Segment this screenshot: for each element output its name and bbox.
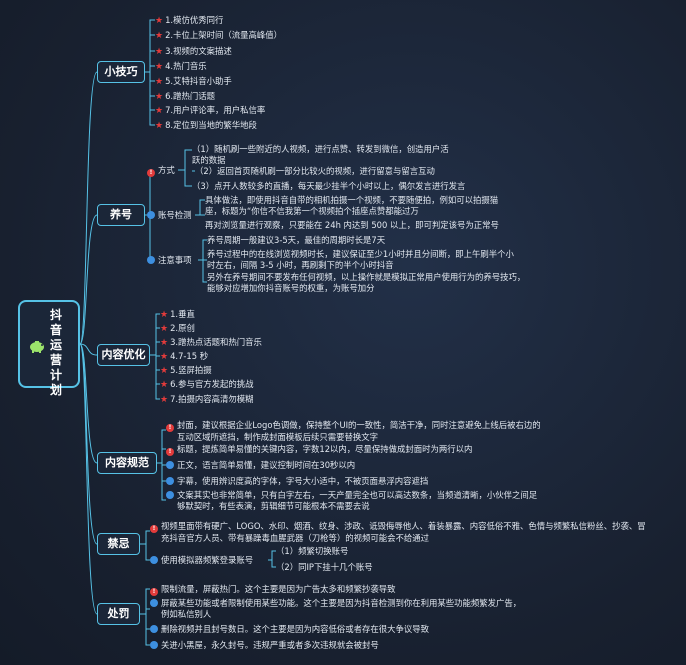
trick-item[interactable]: ★5.艾特抖音小助手 bbox=[155, 76, 232, 87]
branch-tricks[interactable]: 小技巧 bbox=[97, 61, 145, 83]
standard-item[interactable]: !标题，提炼简单易懂的关键内容，字数12以内，尽量保持做成封面时为两行以内 bbox=[166, 444, 472, 456]
notes-item: 另外在养号期间不要发布任何视频，以上操作就是模拟正常用户使用行为的养号技巧，能够… bbox=[207, 272, 526, 293]
detect-item: 具体做法，即使用抖音自带的相机拍摄一个视频，不要随便拍，例如可以拍摄猫座，标题为… bbox=[205, 195, 499, 216]
method-item: （1）随机刷一些附近的人视频，进行点赞、转发到微信，创造用户活跃的数据 bbox=[192, 144, 449, 165]
star-icon: ★ bbox=[160, 366, 169, 376]
trick-item[interactable]: ★1.模仿优秀同行 bbox=[155, 15, 224, 26]
branch-taboo[interactable]: 禁忌 bbox=[97, 533, 140, 555]
trick-item[interactable]: ★6.蹭热门话题 bbox=[155, 91, 215, 102]
trick-item[interactable]: ★3.视频的文案描述 bbox=[155, 46, 232, 57]
bullet-icon bbox=[147, 256, 155, 264]
priority-icon: ! bbox=[150, 588, 158, 596]
star-icon: ★ bbox=[160, 380, 169, 390]
star-icon: ★ bbox=[155, 77, 164, 87]
optimize-item[interactable]: ★1.垂直 bbox=[160, 309, 195, 320]
raise-detect[interactable]: 账号检测 bbox=[147, 210, 192, 221]
star-icon: ★ bbox=[155, 16, 164, 26]
bullet-icon bbox=[147, 211, 155, 219]
star-icon: ★ bbox=[155, 92, 164, 102]
standard-item[interactable]: !封面，建议根据企业Logo色调做，保持整个UI的一致性，简洁干净，同时注意避免… bbox=[166, 420, 541, 443]
bullet-icon bbox=[166, 477, 174, 485]
branch-content-standard[interactable]: 内容规范 bbox=[97, 452, 157, 474]
optimize-item[interactable]: ★4.7-15 秒 bbox=[160, 351, 209, 362]
star-icon: ★ bbox=[155, 31, 164, 41]
root-node[interactable]: 抖音运营计划 bbox=[18, 300, 80, 397]
trick-item[interactable]: ★2.卡位上架时间（流量高峰值） bbox=[155, 30, 282, 41]
priority-icon: ! bbox=[147, 169, 155, 177]
standard-item[interactable]: 字幕，使用辨识度高的字体，字号大小适中，不被页面悬浮内容遮挡 bbox=[166, 476, 428, 487]
branch-punishment[interactable]: 处罚 bbox=[97, 603, 140, 625]
bullet-icon bbox=[166, 461, 174, 469]
star-icon: ★ bbox=[155, 121, 164, 131]
trick-item[interactable]: ★8.定位到当地的繁华地段 bbox=[155, 120, 257, 131]
optimize-item[interactable]: ★2.原创 bbox=[160, 323, 195, 334]
trick-item[interactable]: ★7.用户评论率，用户私信率 bbox=[155, 105, 266, 116]
star-icon: ★ bbox=[160, 324, 169, 334]
star-icon: ★ bbox=[160, 338, 169, 348]
star-icon: ★ bbox=[160, 395, 169, 405]
punish-item[interactable]: 删除视频并且封号数日。这个主要是因为内容低俗或者存在很大争议导致 bbox=[150, 624, 429, 635]
raise-method[interactable]: !方式 bbox=[147, 165, 175, 177]
optimize-item[interactable]: ★7.拍摄内容高清勿模糊 bbox=[160, 394, 254, 405]
star-icon: ★ bbox=[160, 352, 169, 362]
method-item: （3）点开人数较多的直播，每天最少挂半个小时以上，偶尔发言进行发言 bbox=[192, 181, 466, 191]
raise-notes[interactable]: 注意事项 bbox=[147, 255, 192, 266]
taboo-item[interactable]: 使用模拟器频繁登录账号 bbox=[150, 555, 253, 566]
taboo-item[interactable]: !视频里面带有硬广、LOGO、水印、烟酒、纹身、涉政、诋毁侮辱他人、着装暴露、内… bbox=[150, 521, 646, 544]
root-title: 抖音运营计划 bbox=[49, 308, 62, 397]
branch-content-optimize[interactable]: 内容优化 bbox=[97, 344, 150, 366]
priority-icon: ! bbox=[166, 424, 174, 432]
bullet-icon bbox=[166, 491, 174, 499]
star-icon: ★ bbox=[155, 106, 164, 116]
punish-item[interactable]: !限制流量，屏蔽热门。这个主要是因为广告太多和频繁抄袭导致 bbox=[150, 584, 396, 596]
branch-raise-account[interactable]: 养号 bbox=[97, 204, 145, 226]
notes-item: 养号周期一般建议3-5天，最佳的周期时长是7天 bbox=[207, 235, 386, 245]
bullet-icon bbox=[150, 599, 158, 607]
taboo-sub-item: （1）频繁切换账号 bbox=[276, 546, 349, 556]
punish-item[interactable]: 屏蔽某些功能或者限制使用某些功能。这个主要是因为抖音检测到你在利用某些功能频繁发… bbox=[150, 598, 521, 620]
bullet-icon bbox=[150, 556, 158, 564]
priority-icon: ! bbox=[150, 525, 158, 533]
detect-item: 再对浏览量进行观察，只要能在 24h 内达到 500 以上，即可判定该号为正常号 bbox=[205, 220, 499, 230]
standard-item[interactable]: 文案其实也非常简单，只有白字左右，一天产量完全也可以高达数条，当频道清晰，小伙伴… bbox=[166, 490, 537, 512]
piggy-bank-icon bbox=[28, 338, 46, 357]
optimize-item[interactable]: ★6.参与官方发起的挑战 bbox=[160, 379, 254, 390]
standard-item[interactable]: 正文，语言简单易懂，建议控制时间在30秒以内 bbox=[166, 460, 355, 471]
optimize-item[interactable]: ★3.蹭热点话题和热门音乐 bbox=[160, 337, 262, 348]
bullet-icon bbox=[150, 641, 158, 649]
star-icon: ★ bbox=[160, 310, 169, 320]
star-icon: ★ bbox=[155, 62, 164, 72]
trick-item[interactable]: ★4.热门音乐 bbox=[155, 61, 207, 72]
bullet-icon bbox=[150, 625, 158, 633]
taboo-sub-item: （2）同IP下挂十几个账号 bbox=[276, 562, 373, 572]
punish-item[interactable]: 关进小黑屋，永久封号。违规严重或者多次违规就会被封号 bbox=[150, 640, 379, 651]
priority-icon: ! bbox=[166, 448, 174, 456]
star-icon: ★ bbox=[155, 47, 164, 57]
optimize-item[interactable]: ★5.竖屏拍摄 bbox=[160, 365, 212, 376]
method-item: （2）返回首页随机刷一部分比较火的视频，进行留意与留言互动 bbox=[195, 166, 435, 176]
notes-item: 养号过程中的在线浏览视频时长，建议保证至少1小时并且分间断，即上午刷半个小时左右… bbox=[207, 249, 514, 270]
